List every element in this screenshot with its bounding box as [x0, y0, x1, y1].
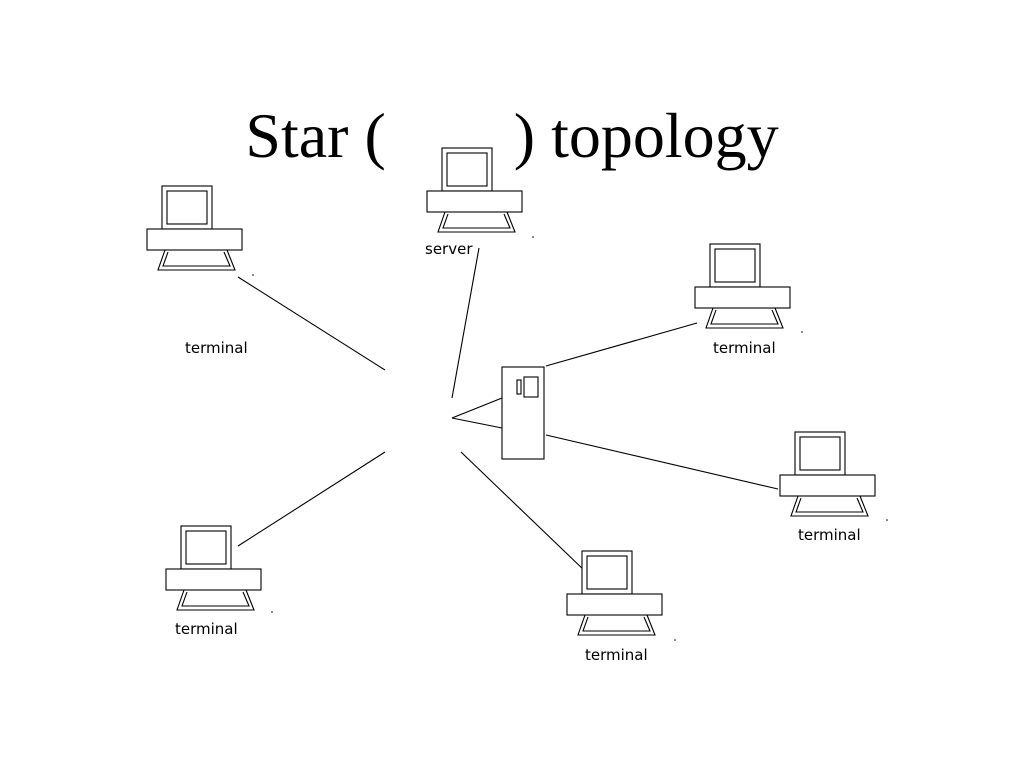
- node-label-terminal-bottom-left: terminal: [175, 620, 238, 638]
- link-terminal-top-right: [545, 322, 698, 367]
- link-hub-lower: [451, 417, 503, 429]
- computer-icon-terminal-bottom-middle: [566, 550, 663, 636]
- slide-title: Star ( ) topology: [245, 100, 779, 171]
- link-hub-upper: [451, 397, 503, 419]
- node-label-terminal-top-left: terminal: [185, 339, 248, 357]
- link-terminal-bottom-left: [237, 451, 386, 547]
- computer-icon-terminal-top-right: [694, 243, 791, 329]
- computer-icon-terminal-top-left: [146, 185, 243, 271]
- node-label-server: server: [425, 240, 473, 258]
- connections: [237, 247, 779, 573]
- link-server: [451, 247, 480, 399]
- hub-icon: [501, 366, 545, 460]
- decorative-dots: [252, 236, 888, 641]
- node-label-terminal-bottom-middle: terminal: [585, 646, 648, 664]
- link-terminal-top-left: [237, 276, 386, 371]
- computer-icon-terminal-right: [779, 431, 876, 517]
- link-terminal-right: [545, 434, 779, 490]
- link-terminal-bottom-middle: [460, 451, 587, 573]
- node-label-terminal-top-right: terminal: [713, 339, 776, 357]
- node-label-terminal-right: terminal: [798, 526, 861, 544]
- computer-icon-terminal-bottom-left: [165, 525, 262, 611]
